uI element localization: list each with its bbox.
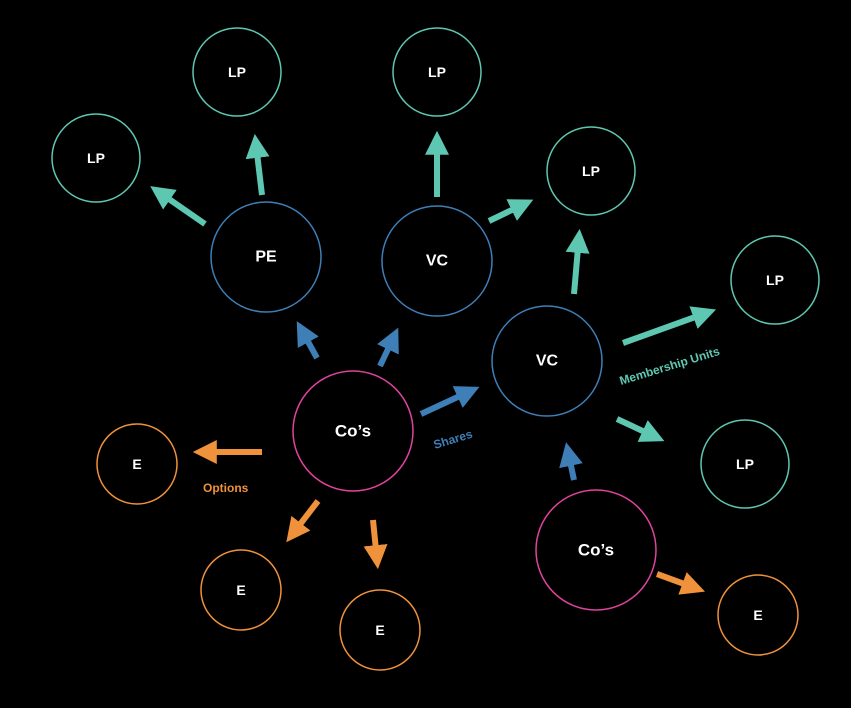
membership-units-label: Membership Units bbox=[618, 344, 722, 388]
arrow-co1-to-e3 bbox=[363, 519, 388, 570]
arrow-co1-to-pe bbox=[296, 321, 320, 360]
arrow-vc1-to-lp4 bbox=[487, 199, 534, 224]
arrow-co1-to-vc1 bbox=[377, 327, 399, 368]
pe-node: PE bbox=[210, 201, 322, 313]
arrow-pe-to-lp1 bbox=[150, 186, 207, 227]
lp-node-1-label: LP bbox=[87, 150, 105, 166]
arrow-vc2-to-lp5 bbox=[621, 306, 717, 346]
arrow-co1-to-e2 bbox=[286, 499, 321, 543]
lp-node-6: LP bbox=[700, 419, 790, 509]
vc-node-2: VC bbox=[491, 305, 603, 417]
employee-node-2: E bbox=[200, 549, 282, 631]
lp-node-2: LP bbox=[192, 27, 282, 117]
employee-node-3: E bbox=[339, 589, 421, 671]
lp-node-4-label: LP bbox=[582, 163, 600, 179]
arrow-co2-to-e4 bbox=[655, 571, 706, 595]
pe-node-label: PE bbox=[255, 249, 277, 266]
lp-node-5-label: LP bbox=[766, 272, 784, 288]
lp-node-5: LP bbox=[730, 235, 820, 325]
company-node-1-label: Co’s bbox=[335, 422, 371, 441]
lp-node-2-label: LP bbox=[228, 64, 246, 80]
employee-node-4: E bbox=[717, 574, 799, 656]
arrow-vc2-to-lp4 bbox=[565, 228, 590, 295]
lp-node-4: LP bbox=[546, 126, 636, 216]
employee-node-1-label: E bbox=[132, 456, 141, 472]
vc-node-1: VC bbox=[381, 205, 493, 317]
employee-node-2-label: E bbox=[236, 582, 245, 598]
shares-label: Shares bbox=[432, 427, 475, 452]
lp-node-1: LP bbox=[51, 113, 141, 203]
arrow-co1-to-vc2 bbox=[419, 386, 480, 417]
employee-node-3-label: E bbox=[375, 622, 384, 638]
company-node-2: Co’s bbox=[535, 489, 657, 611]
lp-node-6-label: LP bbox=[736, 456, 754, 472]
arrow-pe-to-lp2 bbox=[245, 133, 270, 196]
vc-node-2-label: VC bbox=[536, 353, 559, 370]
company-node-2-label: Co’s bbox=[578, 541, 614, 560]
lp-node-3: LP bbox=[392, 27, 482, 117]
company-node-1: Co’s bbox=[292, 370, 414, 492]
options-label: Options bbox=[203, 481, 249, 495]
lp-node-3-label: LP bbox=[428, 64, 446, 80]
employee-node-1: E bbox=[96, 423, 178, 505]
employee-node-4-label: E bbox=[753, 607, 762, 623]
vc-node-1-label: VC bbox=[426, 253, 449, 270]
arrow-co2-to-vc2 bbox=[559, 442, 583, 481]
arrow-vc2-to-lp6 bbox=[615, 416, 665, 442]
